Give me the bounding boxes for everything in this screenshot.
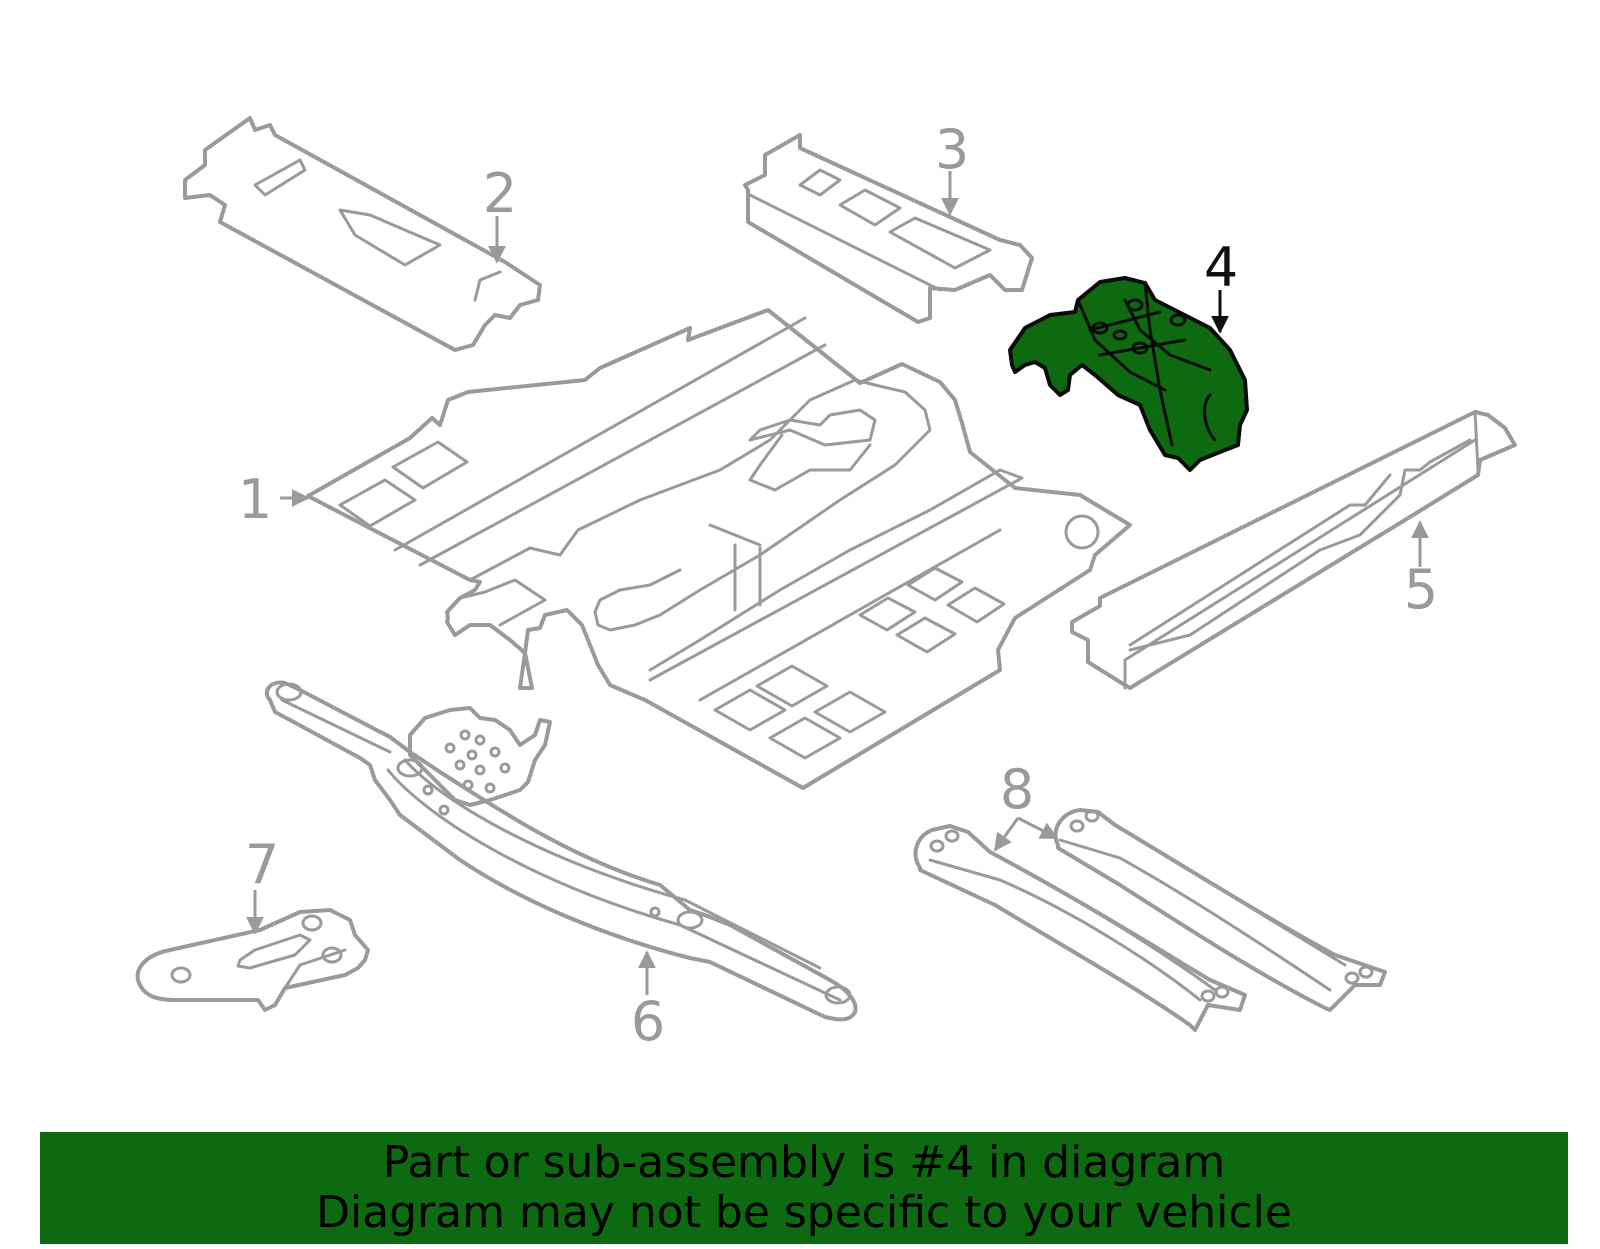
part-2-crossmember[interactable] bbox=[183, 116, 542, 352]
leader-lines bbox=[246, 171, 1429, 995]
callout-3: 3 bbox=[935, 118, 969, 181]
callout-1: 1 bbox=[238, 468, 272, 531]
callout-4: 4 bbox=[1204, 236, 1238, 299]
part-3-crossmember[interactable] bbox=[743, 133, 1034, 324]
part-4-reinforcement[interactable] bbox=[1008, 276, 1249, 472]
leader-8a bbox=[993, 817, 1020, 852]
part-8-rails[interactable] bbox=[913, 808, 1387, 1032]
part-1-floor-pan[interactable] bbox=[306, 308, 1132, 790]
banner-line-2: Diagram may not be specific to your vehi… bbox=[316, 1187, 1292, 1238]
callout-8: 8 bbox=[1000, 758, 1034, 821]
part-6-beam[interactable] bbox=[264, 680, 858, 1022]
callout-2: 2 bbox=[483, 162, 517, 225]
callout-7: 7 bbox=[245, 833, 279, 896]
banner-line-1: Part or sub-assembly is #4 in diagram bbox=[382, 1137, 1226, 1188]
part-5-side-rail[interactable] bbox=[1070, 410, 1517, 690]
callout-5: 5 bbox=[1404, 558, 1438, 621]
callouts: 1 2 3 4 5 6 7 8 bbox=[238, 118, 1438, 1053]
callout-6: 6 bbox=[631, 990, 665, 1053]
info-banner: Part or sub-assembly is #4 in diagram Di… bbox=[40, 1132, 1568, 1244]
leader-8b bbox=[1017, 816, 1059, 840]
part-7-bracket[interactable] bbox=[135, 908, 370, 1012]
